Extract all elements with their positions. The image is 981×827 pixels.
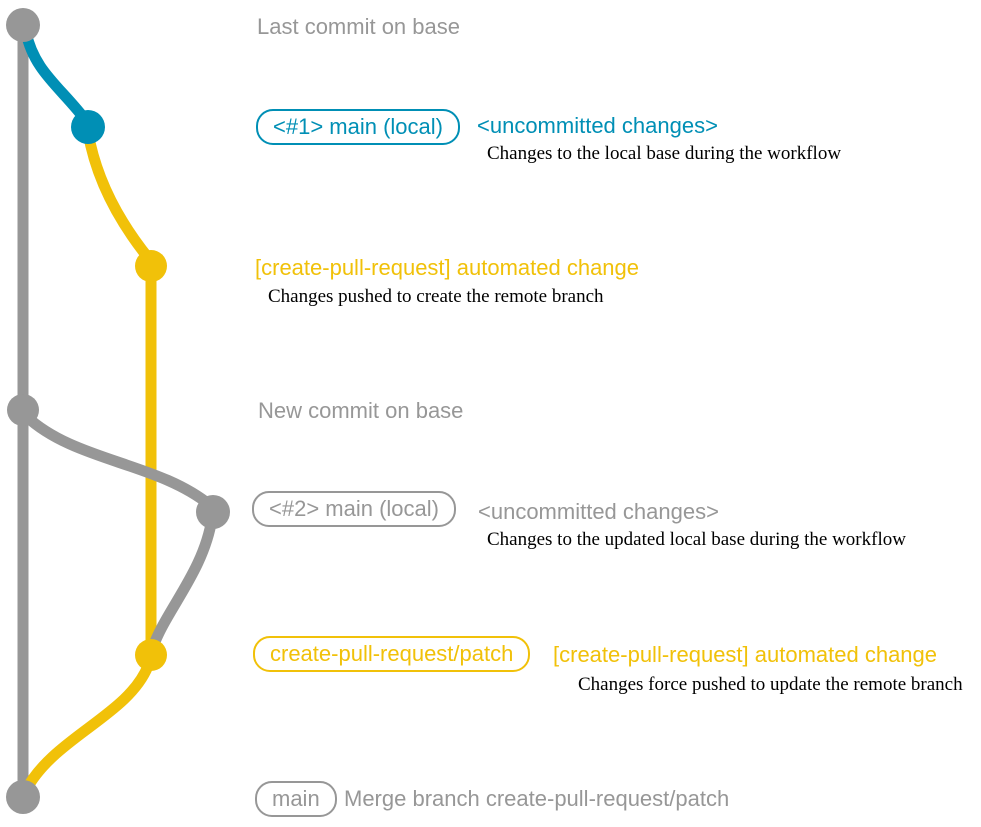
commit-message-uncommitted-changes-2: <uncommitted changes> bbox=[478, 499, 719, 524]
branch-badge-create-pull-request-patch: create-pull-request/patch bbox=[253, 636, 531, 672]
branch-badge-main-local-2: <#2> main (local) bbox=[252, 491, 456, 527]
commit-node-local-commit-2 bbox=[196, 495, 230, 529]
annotation-force-pushed-to-update-branch: Changes force pushed to update the remot… bbox=[578, 674, 963, 695]
label-last-commit-on-base: Last commit on base bbox=[257, 14, 460, 39]
commit-node-patch-commit-1 bbox=[135, 250, 167, 282]
annotation-pushed-to-create-branch: Changes pushed to create the remote bran… bbox=[268, 286, 604, 307]
commit-message-automated-change-2: [create-pull-request] automated change bbox=[553, 642, 938, 667]
annotation-local-base-changes: Changes to the local base during the wor… bbox=[487, 143, 842, 164]
commit-message-merge-branch: Merge branch create-pull-request/patch bbox=[344, 786, 730, 811]
branch-edge-local-commit-2--patch-commit-2 bbox=[146, 512, 218, 656]
commit-node-new-commit-on-base bbox=[7, 394, 39, 426]
branch-badge-main-local-1: <#1> main (local) bbox=[256, 109, 460, 145]
commit-message-automated-change-1: [create-pull-request] automated change bbox=[255, 255, 640, 280]
branch-edge-new-commit-on-base--local-commit-2 bbox=[20, 410, 217, 512]
annotation-updated-local-base-changes: Changes to the updated local base during… bbox=[487, 529, 906, 550]
commit-node-local-commit-1 bbox=[71, 110, 105, 144]
commit-node-patch-commit-2 bbox=[135, 639, 167, 671]
commit-node-last-commit-on-base bbox=[6, 8, 40, 42]
branch-edge-local-commit-1--patch-commit-1 bbox=[82, 126, 156, 266]
branch-badge-main: main bbox=[255, 781, 337, 817]
commit-node-merge-commit bbox=[6, 780, 40, 814]
branch-edge-last-commit-on-base--local-commit-1 bbox=[20, 26, 93, 128]
label-new-commit-on-base: New commit on base bbox=[258, 398, 464, 423]
branch-edge-patch-commit-2--merge-commit bbox=[19, 660, 154, 798]
commit-message-uncommitted-changes-1: <uncommitted changes> bbox=[477, 113, 718, 138]
